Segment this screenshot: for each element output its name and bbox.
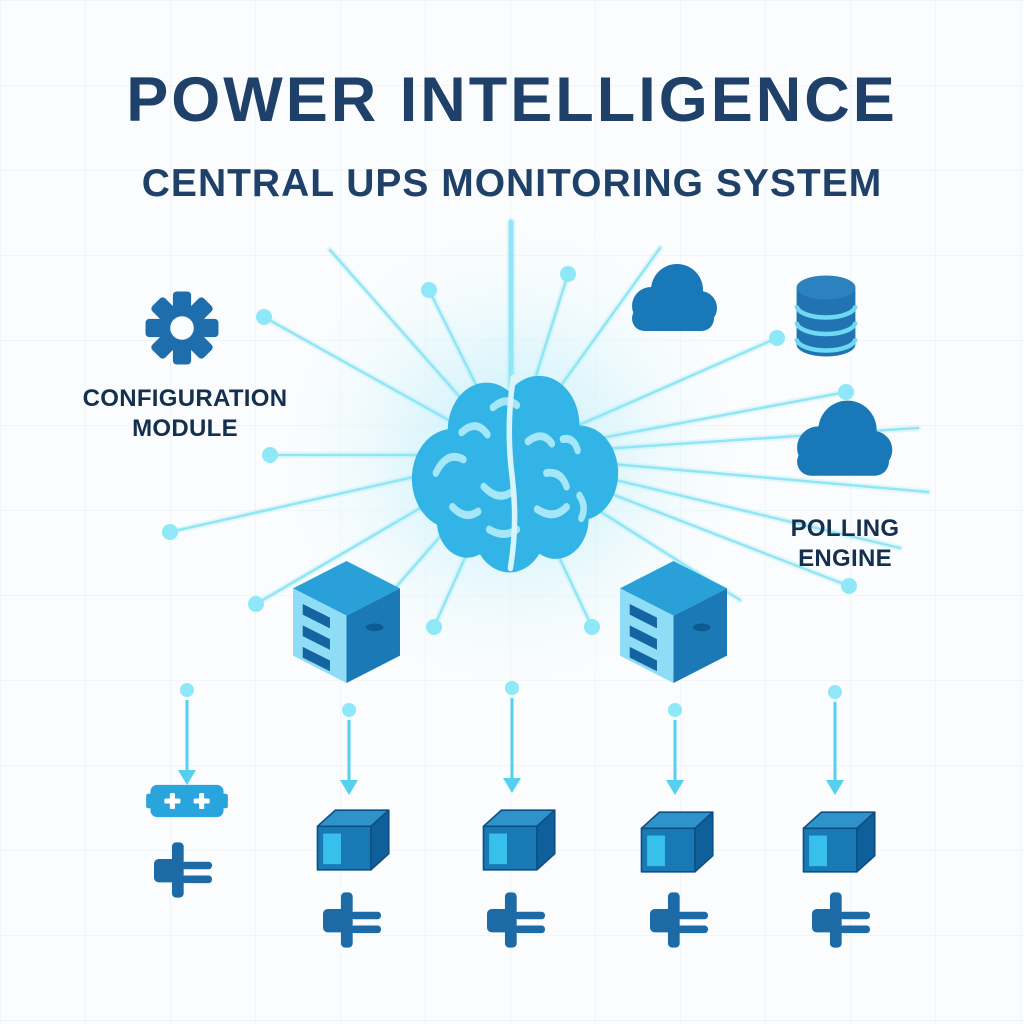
ups-box-icon — [311, 807, 392, 873]
battery-icon — [146, 782, 228, 820]
plug-icon — [647, 891, 711, 949]
central-brain-node — [399, 360, 620, 591]
plug-node-4 — [647, 891, 711, 954]
server-cube-icon — [293, 561, 400, 683]
plug-icon — [484, 891, 548, 949]
server-cube-icon — [620, 561, 727, 683]
ups-box-node-1 — [311, 807, 392, 878]
server-left-node — [293, 561, 400, 688]
configuration-module-label: CONFIGURATION MODULE — [72, 384, 298, 444]
polling-engine-node — [787, 396, 899, 482]
plug-icon — [151, 841, 215, 899]
gear-icon — [144, 290, 220, 366]
cloud-icon — [787, 396, 899, 477]
configuration-module-node — [144, 290, 220, 371]
plug-node-3 — [484, 891, 548, 954]
header: POWER INTELLIGENCE CENTRAL UPS MONITORIN… — [0, 64, 1024, 206]
configuration-label-line1: CONFIGURATION — [82, 385, 288, 412]
plug-node-2 — [320, 891, 384, 954]
battery-node — [146, 782, 228, 825]
plug-icon — [809, 891, 873, 949]
polling-engine-label: POLLING ENGINE — [790, 515, 900, 572]
database-node — [791, 271, 861, 366]
cloud-service-node — [623, 260, 723, 337]
brain-icon — [399, 360, 620, 586]
server-right-node — [620, 561, 727, 688]
page-subtitle: CENTRAL UPS MONITORING SYSTEM — [141, 162, 883, 205]
plug-node-1 — [151, 841, 215, 904]
ups-box-icon — [797, 809, 878, 875]
ups-box-icon — [635, 809, 716, 875]
ups-box-node-4 — [797, 809, 878, 880]
plug-icon — [320, 891, 384, 949]
cloud-icon — [623, 260, 723, 332]
plug-node-5 — [809, 891, 873, 954]
ups-box-icon — [477, 807, 558, 873]
page-title: POWER INTELLIGENCE — [126, 65, 898, 135]
ups-box-node-3 — [635, 809, 716, 880]
ups-box-node-2 — [477, 807, 558, 878]
database-icon — [791, 271, 861, 361]
configuration-label-line2: MODULE — [132, 415, 238, 442]
